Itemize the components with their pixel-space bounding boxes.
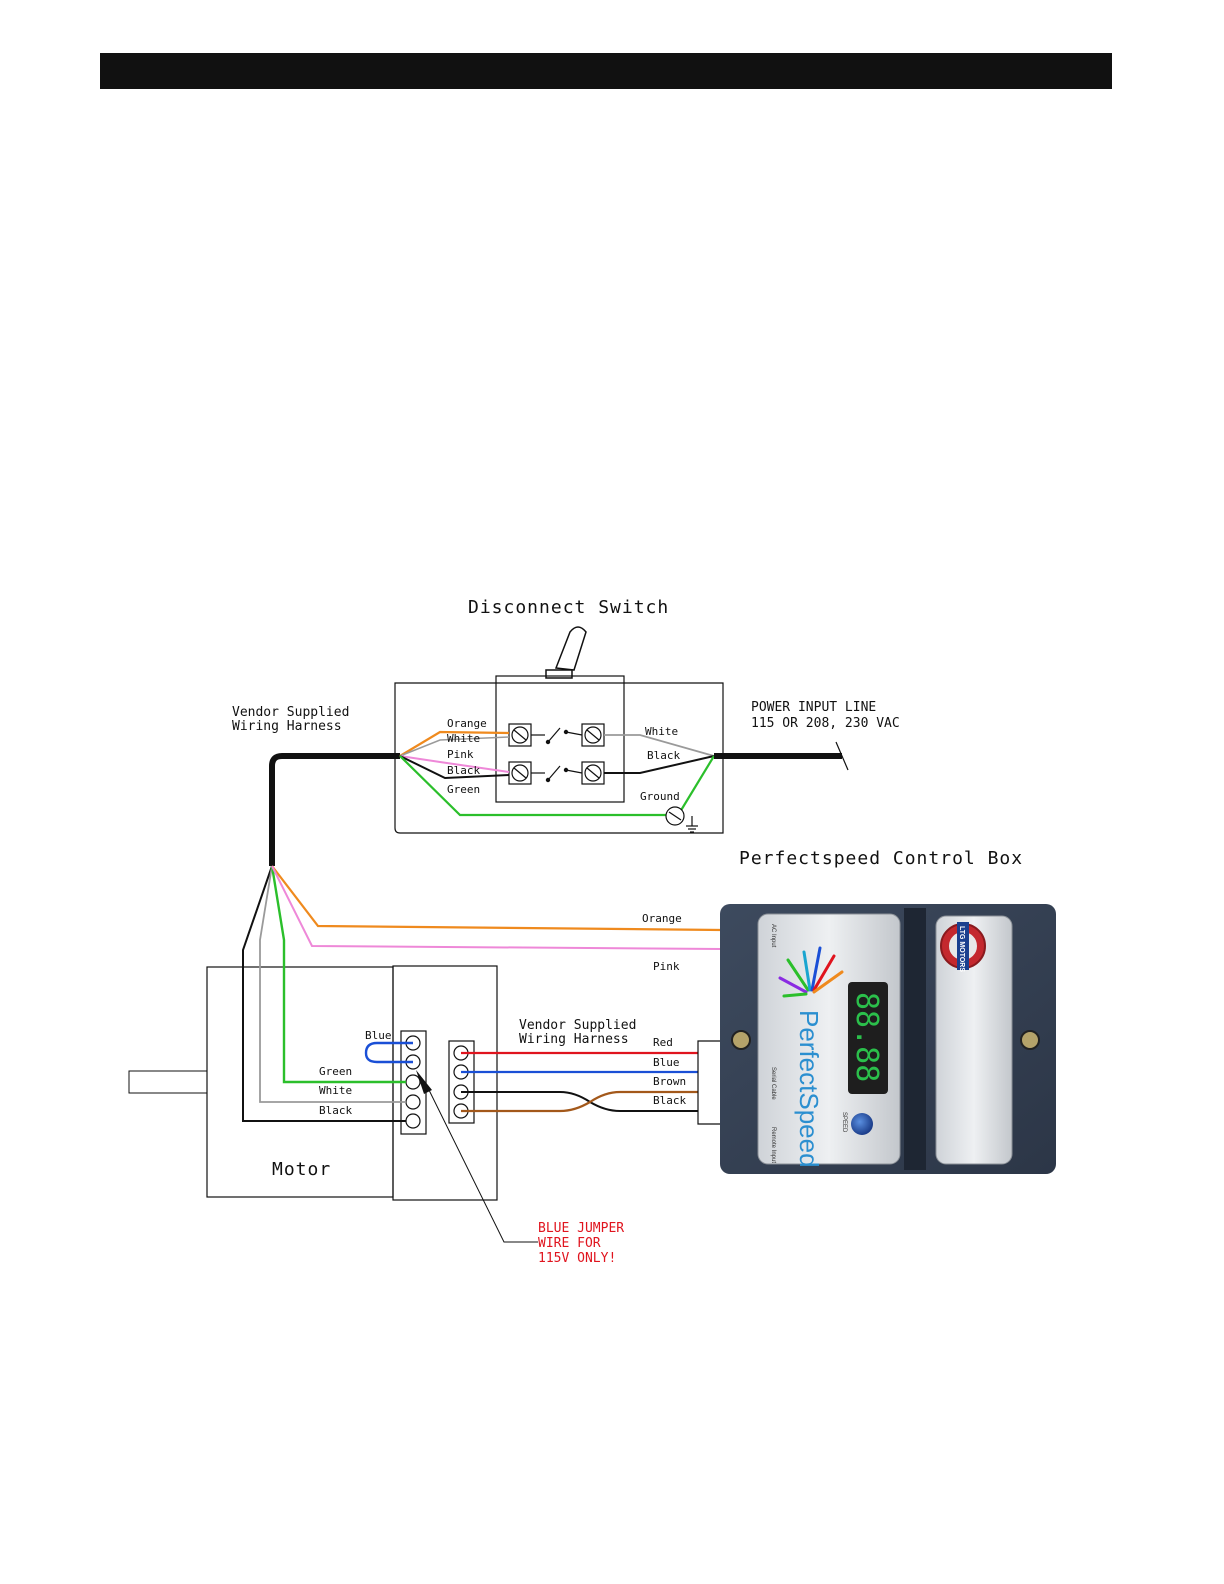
motor-label-black: Black (319, 1104, 352, 1117)
switch-label-white-right: White (645, 725, 678, 738)
switch-label-green: Green (447, 783, 480, 796)
jumper-note-line2: WIRE FOR (538, 1236, 601, 1251)
brand-name: PerfectSpeed (794, 1010, 824, 1168)
disconnect-switch-title: Disconnect Switch (468, 597, 669, 618)
switch-contacts (531, 727, 583, 783)
blue-jumper-wire (364, 1041, 413, 1064)
jumper-note-line3: 115V ONLY! (538, 1251, 616, 1266)
wire-black-power (604, 755, 715, 774)
switch-label-black: Black (447, 764, 480, 777)
wire-white-motor (259, 865, 406, 1103)
harness-bottom-line2: Wiring Harness (519, 1032, 629, 1047)
wire-white-switch (399, 736, 510, 757)
wire-pink-box (271, 865, 723, 950)
side-label-serial: Serial Cable (770, 1067, 776, 1100)
motor-label-white: White (319, 1084, 352, 1097)
harness-top-line2: Wiring Harness (232, 719, 342, 734)
power-input-line2: 115 OR 208, 230 VAC (751, 716, 900, 731)
switch-label-ground: Ground (640, 790, 680, 803)
power-cable-break (835, 741, 849, 771)
switch-label-pink: Pink (447, 748, 474, 761)
power-input-line1: POWER INPUT LINE (751, 700, 876, 715)
jumper-note-line1: BLUE JUMPER (538, 1221, 624, 1236)
speed-display-value: 88.88 (849, 992, 884, 1082)
wire-pink-switch (399, 755, 510, 773)
control-box-title: Perfectspeed Control Box (739, 848, 1023, 869)
harness-trunk (269, 753, 400, 866)
speed-knob[interactable] (851, 1113, 873, 1135)
ltg-logo-text: LTG MOTORS (958, 926, 965, 972)
ground-icon (665, 806, 698, 833)
wire-black-motor (242, 865, 406, 1122)
perfectspeed-logo-icon (778, 946, 844, 998)
wire-orange-box (271, 865, 723, 932)
switch-enclosure (394, 682, 724, 834)
wire-brown-control (461, 1090, 698, 1113)
side-label-ac-input: AC Input (770, 924, 776, 948)
logo-plate (935, 915, 1013, 1165)
motor-title: Motor (272, 1159, 331, 1180)
control-plate (757, 913, 901, 1165)
control-label-red: Red (653, 1036, 673, 1049)
motor-terminals (405, 1035, 421, 1129)
switch-label-black-right: Black (647, 749, 680, 762)
harness-bottom-line1: Vendor Supplied (519, 1018, 636, 1033)
control-connector (697, 1040, 722, 1125)
switch-label-orange: Orange (447, 717, 487, 730)
wire-black-switch (399, 755, 510, 780)
speed-knob-label: SPEED (841, 1112, 847, 1133)
control-label-brown: Brown (653, 1075, 686, 1088)
box-label-pink: Pink (653, 960, 680, 973)
motor-shaft (128, 1070, 208, 1094)
speed-display (848, 982, 888, 1094)
ltg-motors-logo-icon: LTG MOTORS (940, 922, 986, 972)
wire-green-motor (270, 865, 406, 1084)
switch-label-white: White (447, 732, 480, 745)
toggle-lever-icon (545, 626, 587, 679)
wire-orange-switch (399, 730, 510, 757)
header-bar (100, 53, 1112, 89)
motor-label-blue: Blue (365, 1029, 392, 1042)
wire-white-power (604, 734, 715, 757)
side-label-remote: Remote Input (770, 1127, 776, 1163)
box-label-orange: Orange (642, 912, 682, 925)
switch-body (495, 675, 625, 803)
wire-green-switch (399, 755, 672, 817)
screw-terminal-icon (508, 723, 605, 785)
jumper-pointer-line (427, 1087, 538, 1243)
motor-label-green: Green (319, 1065, 352, 1078)
control-label-blue: Blue (653, 1056, 680, 1069)
harness-top-line1: Vendor Supplied (232, 705, 349, 720)
jumper-arrow-icon (416, 1070, 432, 1094)
control-label-black: Black (653, 1094, 686, 1107)
wire-green-power (679, 755, 715, 813)
